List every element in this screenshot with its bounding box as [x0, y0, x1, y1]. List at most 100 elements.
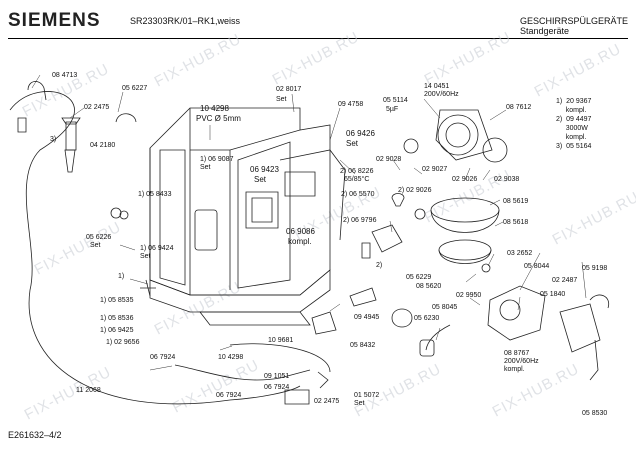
legend-line: 3) 05 5164 [556, 143, 592, 150]
valve-spout [65, 150, 75, 172]
part-label: 02 2475 [314, 398, 340, 405]
bottom-hose-a [175, 365, 310, 380]
part-label: 1) 06 9087 [200, 156, 234, 163]
part-label: 1) 02 9656 [106, 339, 140, 346]
part-label: 06 9423 [250, 165, 279, 174]
header-rule [8, 38, 628, 39]
part-label: 2) 02 9026 [398, 187, 432, 194]
part-label: 01 5072 [354, 392, 380, 399]
capacitor [404, 139, 418, 153]
sump-bowl [431, 210, 499, 233]
part-label: 65/85°C [344, 176, 370, 183]
retaining-clip [590, 295, 609, 308]
seal-ring [415, 209, 425, 219]
small-hose-top [116, 114, 136, 122]
pump-motor [560, 304, 600, 352]
clip-bracket [318, 372, 328, 388]
part-label: Set [140, 253, 151, 260]
legend-line: 2) 09 4497 [556, 116, 592, 123]
part-label: 02 9027 [422, 166, 448, 173]
tub-front-frame [150, 108, 300, 295]
part-label: 2) 06 5570 [341, 191, 375, 198]
connector-ring [111, 208, 121, 218]
part-label: Set [354, 400, 365, 407]
motor-flange [483, 138, 507, 162]
part-label: 200V/60Hz [504, 358, 539, 365]
part-label: Set [276, 96, 287, 103]
connector-ring [120, 211, 128, 219]
drain-hose-stub [426, 325, 450, 350]
part-label: 03 2652 [507, 250, 533, 257]
part-label: 05 5114 [383, 97, 408, 104]
part-label: 1) 05 8433 [138, 191, 172, 198]
part-label: 05 8530 [582, 410, 608, 417]
part-label: kompl. [504, 366, 525, 373]
part-label: 200V/60Hz [424, 91, 459, 98]
part-label: 05 8044 [524, 263, 550, 270]
category-title: GESCHIRRSPÜLGERÄTE [520, 16, 629, 26]
part-label: 1) 05 8536 [100, 315, 134, 322]
motor-body [436, 110, 492, 160]
sensor-probe [362, 243, 370, 258]
legend-line: 3000W [556, 125, 588, 132]
tub-inner-wall [238, 142, 290, 288]
part-label: kompl. [288, 237, 312, 246]
model-number: SR23303RK/01–RK1,weiss [130, 16, 241, 26]
base-frame [150, 270, 330, 312]
heater-block [372, 225, 402, 252]
screw-clip [140, 280, 156, 296]
cable-clip [312, 312, 336, 334]
hose-clamp [18, 118, 26, 132]
part-label: 04 2180 [90, 142, 116, 149]
part-label: 14 0451 [424, 83, 450, 90]
drain-connector [420, 340, 434, 356]
drain-pump [488, 286, 545, 340]
part-label: 05 8432 [350, 342, 376, 349]
legend-line: 1) 20 9367 [556, 98, 592, 105]
part-label: 08 5618 [503, 219, 529, 226]
inlet-hose-bend [28, 81, 46, 100]
valve-fitting [66, 122, 76, 150]
part-label: 02 9038 [494, 176, 520, 183]
sump-base [439, 250, 491, 264]
part-label: 5µF [386, 106, 399, 113]
motor-housing [438, 115, 478, 155]
part-label: 08 5620 [416, 283, 442, 290]
cable-clip [350, 288, 376, 306]
part-label: 02 9026 [452, 176, 478, 183]
heater-element [195, 210, 217, 250]
part-label: PVC Ø 5mm [196, 114, 241, 123]
legend-line: kompl. [556, 134, 587, 141]
part-label: 06 9426 [346, 129, 375, 138]
footnote-legend: 1) 20 9367 kompl. 2) 09 4497 3000W kompl… [556, 97, 591, 151]
part-label: 05 6230 [414, 315, 440, 322]
document-id: E261632–4/2 [8, 430, 62, 440]
part-label: 2) 06 9796 [343, 217, 377, 224]
part-label: 10 4298 [218, 354, 244, 361]
part-label: 02 9028 [376, 156, 402, 163]
part-label: 06 7924 [264, 384, 290, 391]
part-label: 1) 06 9425 [100, 327, 134, 334]
part-label: 05 6226 [86, 234, 112, 241]
part-label: 02 9950 [456, 292, 482, 299]
sump-cover [431, 198, 499, 222]
part-label: 06 9086 [286, 227, 315, 236]
water-hose [280, 150, 345, 240]
footnote-marker: 1) [118, 273, 125, 280]
part-label: 05 8045 [432, 304, 458, 311]
dispenser-inner [252, 198, 272, 222]
part-label: 1) 05 8535 [100, 297, 134, 304]
dispenser-panel [246, 192, 278, 228]
sump-filter [439, 240, 491, 260]
supply-hose [10, 91, 300, 403]
part-label: 10 9681 [268, 337, 294, 344]
part-label: Set [90, 242, 101, 249]
part-label: 10 4298 [200, 104, 229, 113]
control-module [285, 172, 315, 196]
part-label: Set [254, 175, 267, 184]
motor-housing-inner [446, 123, 470, 147]
part-label: 08 8767 [504, 350, 530, 357]
part-label: 2) 06 8226 [340, 168, 374, 175]
pump-inlet [500, 300, 520, 320]
